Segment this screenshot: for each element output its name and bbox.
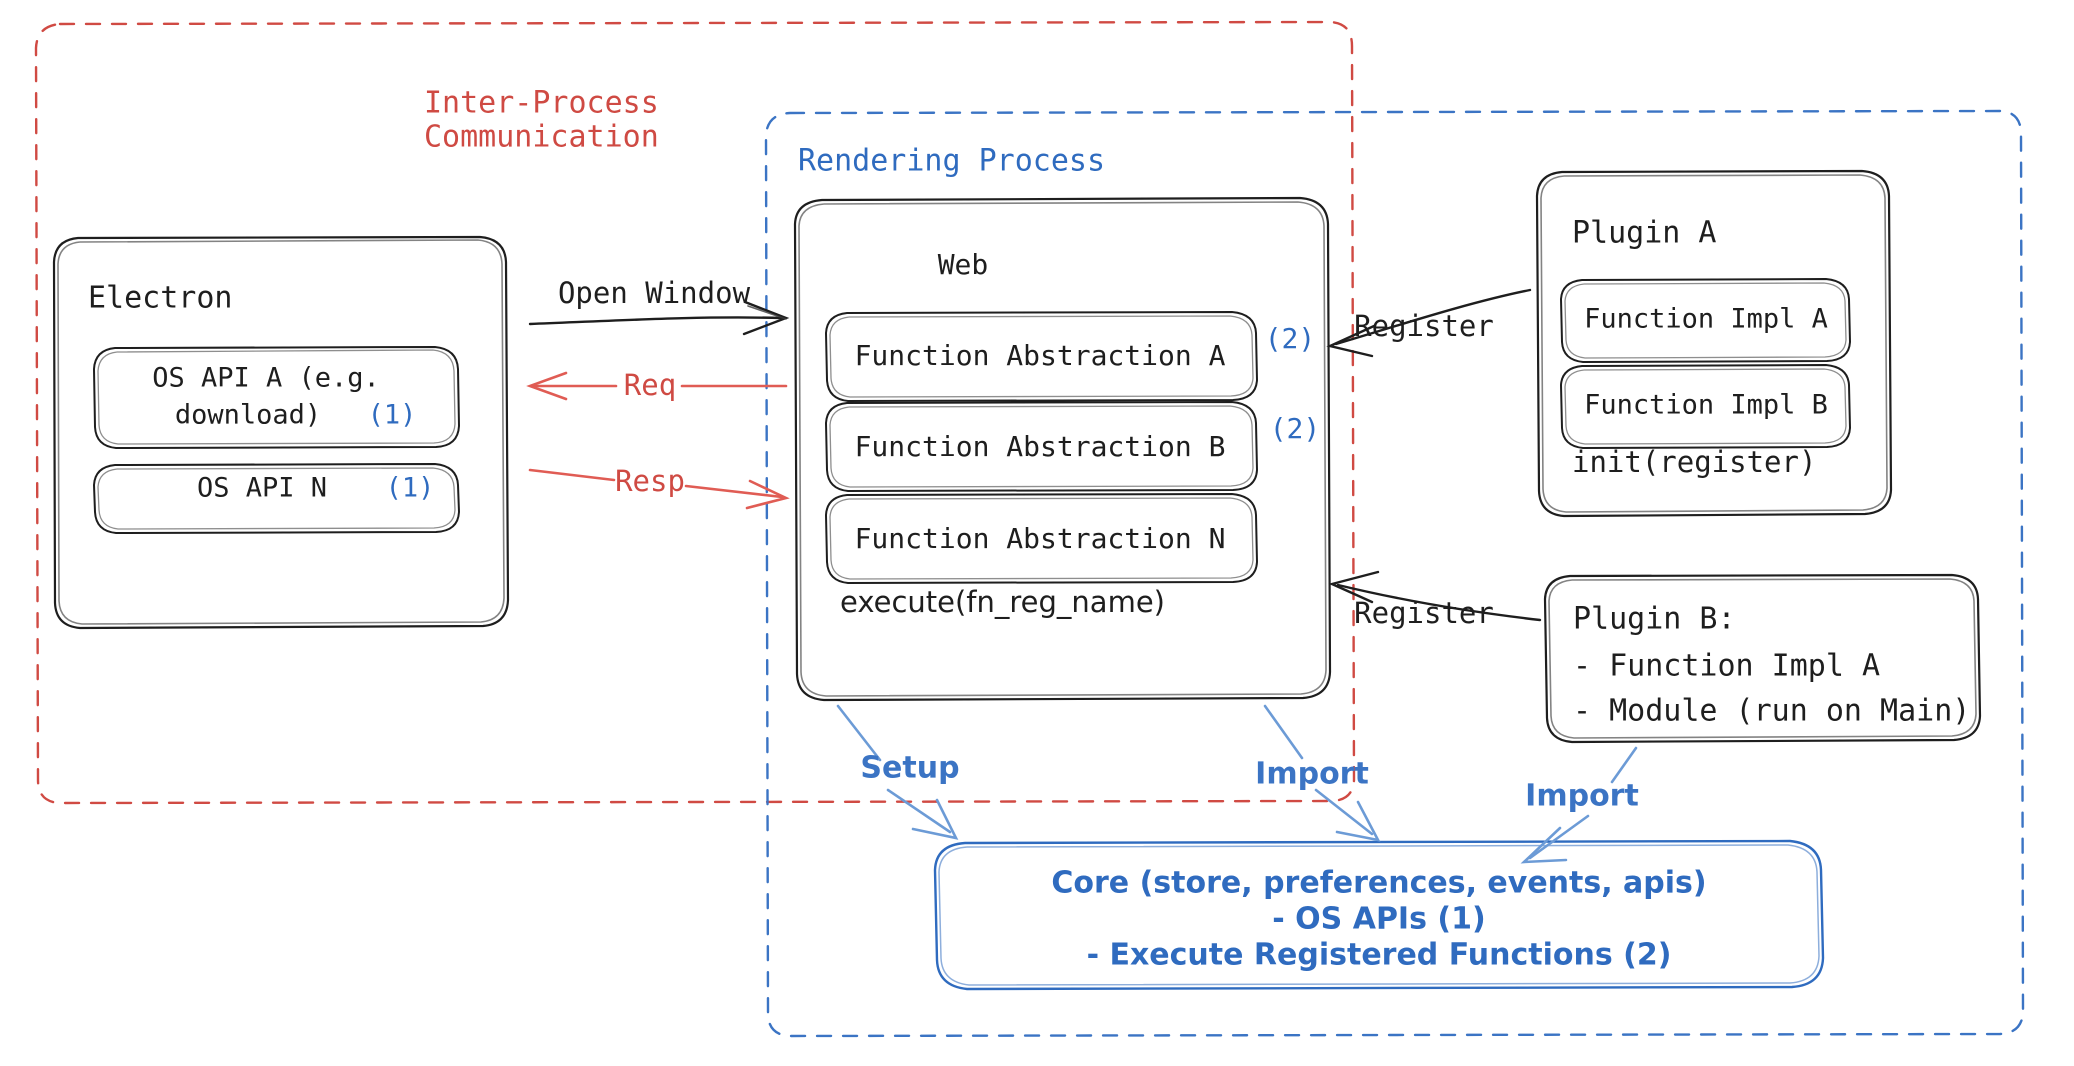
arrow-import-plugin [1520,746,1638,864]
function-abstraction-a-label: Function Abstraction A [855,339,1226,372]
import-plugin-label: Import [1525,779,1639,814]
function-impl-a-box[interactable] [1559,277,1852,364]
core-box[interactable] [933,839,1825,991]
arrow-import-web [1263,704,1381,842]
os-api-a-marker: (1) [368,400,417,431]
plugin-a-title: Plugin A [1572,216,1717,251]
function-abstraction-a-box[interactable] [824,310,1259,403]
resp-label: Resp [615,464,685,498]
req-label: Req [624,368,676,402]
ipc-region [34,20,1356,805]
open-window-label: Open Window [558,276,751,310]
arrow-setup [836,704,959,840]
plugin-a-init-label: init(register) [1572,445,1816,479]
arrow-register-b [1328,570,1542,622]
ipc-label-line2: Communication [424,120,659,155]
function-abstraction-n-box[interactable] [824,492,1259,585]
os-api-n-box[interactable] [92,462,461,535]
core-line-2: - OS APIs (1) [1272,902,1485,937]
function-impl-b-label: Function Impl B [1584,390,1828,421]
core-line-1: Core (store, preferences, events, apis) [1051,866,1706,901]
plugin-b-item-2: - Module (run on Main) [1573,694,1970,729]
os-api-n-marker: (1) [386,473,435,504]
function-impl-b-box[interactable] [1559,363,1852,450]
os-api-a-line2: download) [175,400,321,431]
plugin-b-title: Plugin B: [1573,602,1736,637]
function-abstraction-b-label: Function Abstraction B [855,430,1226,463]
register-b-label: Register [1354,596,1494,630]
web-title: Web [938,248,989,281]
function-impl-a-label: Function Impl A [1584,304,1828,335]
arrow-req [526,371,788,401]
setup-label: Setup [860,751,959,786]
function-abstraction-b-box[interactable] [824,400,1259,493]
plugin-b-item-1: - Function Impl A [1573,649,1880,684]
web-execute-label: execute(fn_reg_name) [840,585,1165,619]
register-a-label: Register [1354,309,1494,343]
os-api-a-box[interactable] [92,345,461,450]
rendering-process-region [764,109,2025,1038]
arrow-resp [528,468,790,510]
import-web-label: Import [1255,757,1369,792]
core-line-3: - Execute Registered Functions (2) [1087,938,1672,973]
function-abstraction-n-label: Function Abstraction N [855,522,1226,555]
arrow-register-a [1326,288,1532,358]
arrow-open-window [528,300,790,336]
os-api-n-label: OS API N [197,473,327,504]
ipc-label-line1: Inter-Process [424,86,659,121]
plugin-b-box[interactable] [1543,573,1982,744]
electron-title: Electron [88,281,233,316]
function-abstraction-b-marker: (2) [1270,412,1321,445]
rendering-process-label: Rendering Process [798,144,1105,179]
function-abstraction-a-marker: (2) [1265,322,1316,355]
os-api-a-line1: OS API A (e.g. [152,363,380,394]
